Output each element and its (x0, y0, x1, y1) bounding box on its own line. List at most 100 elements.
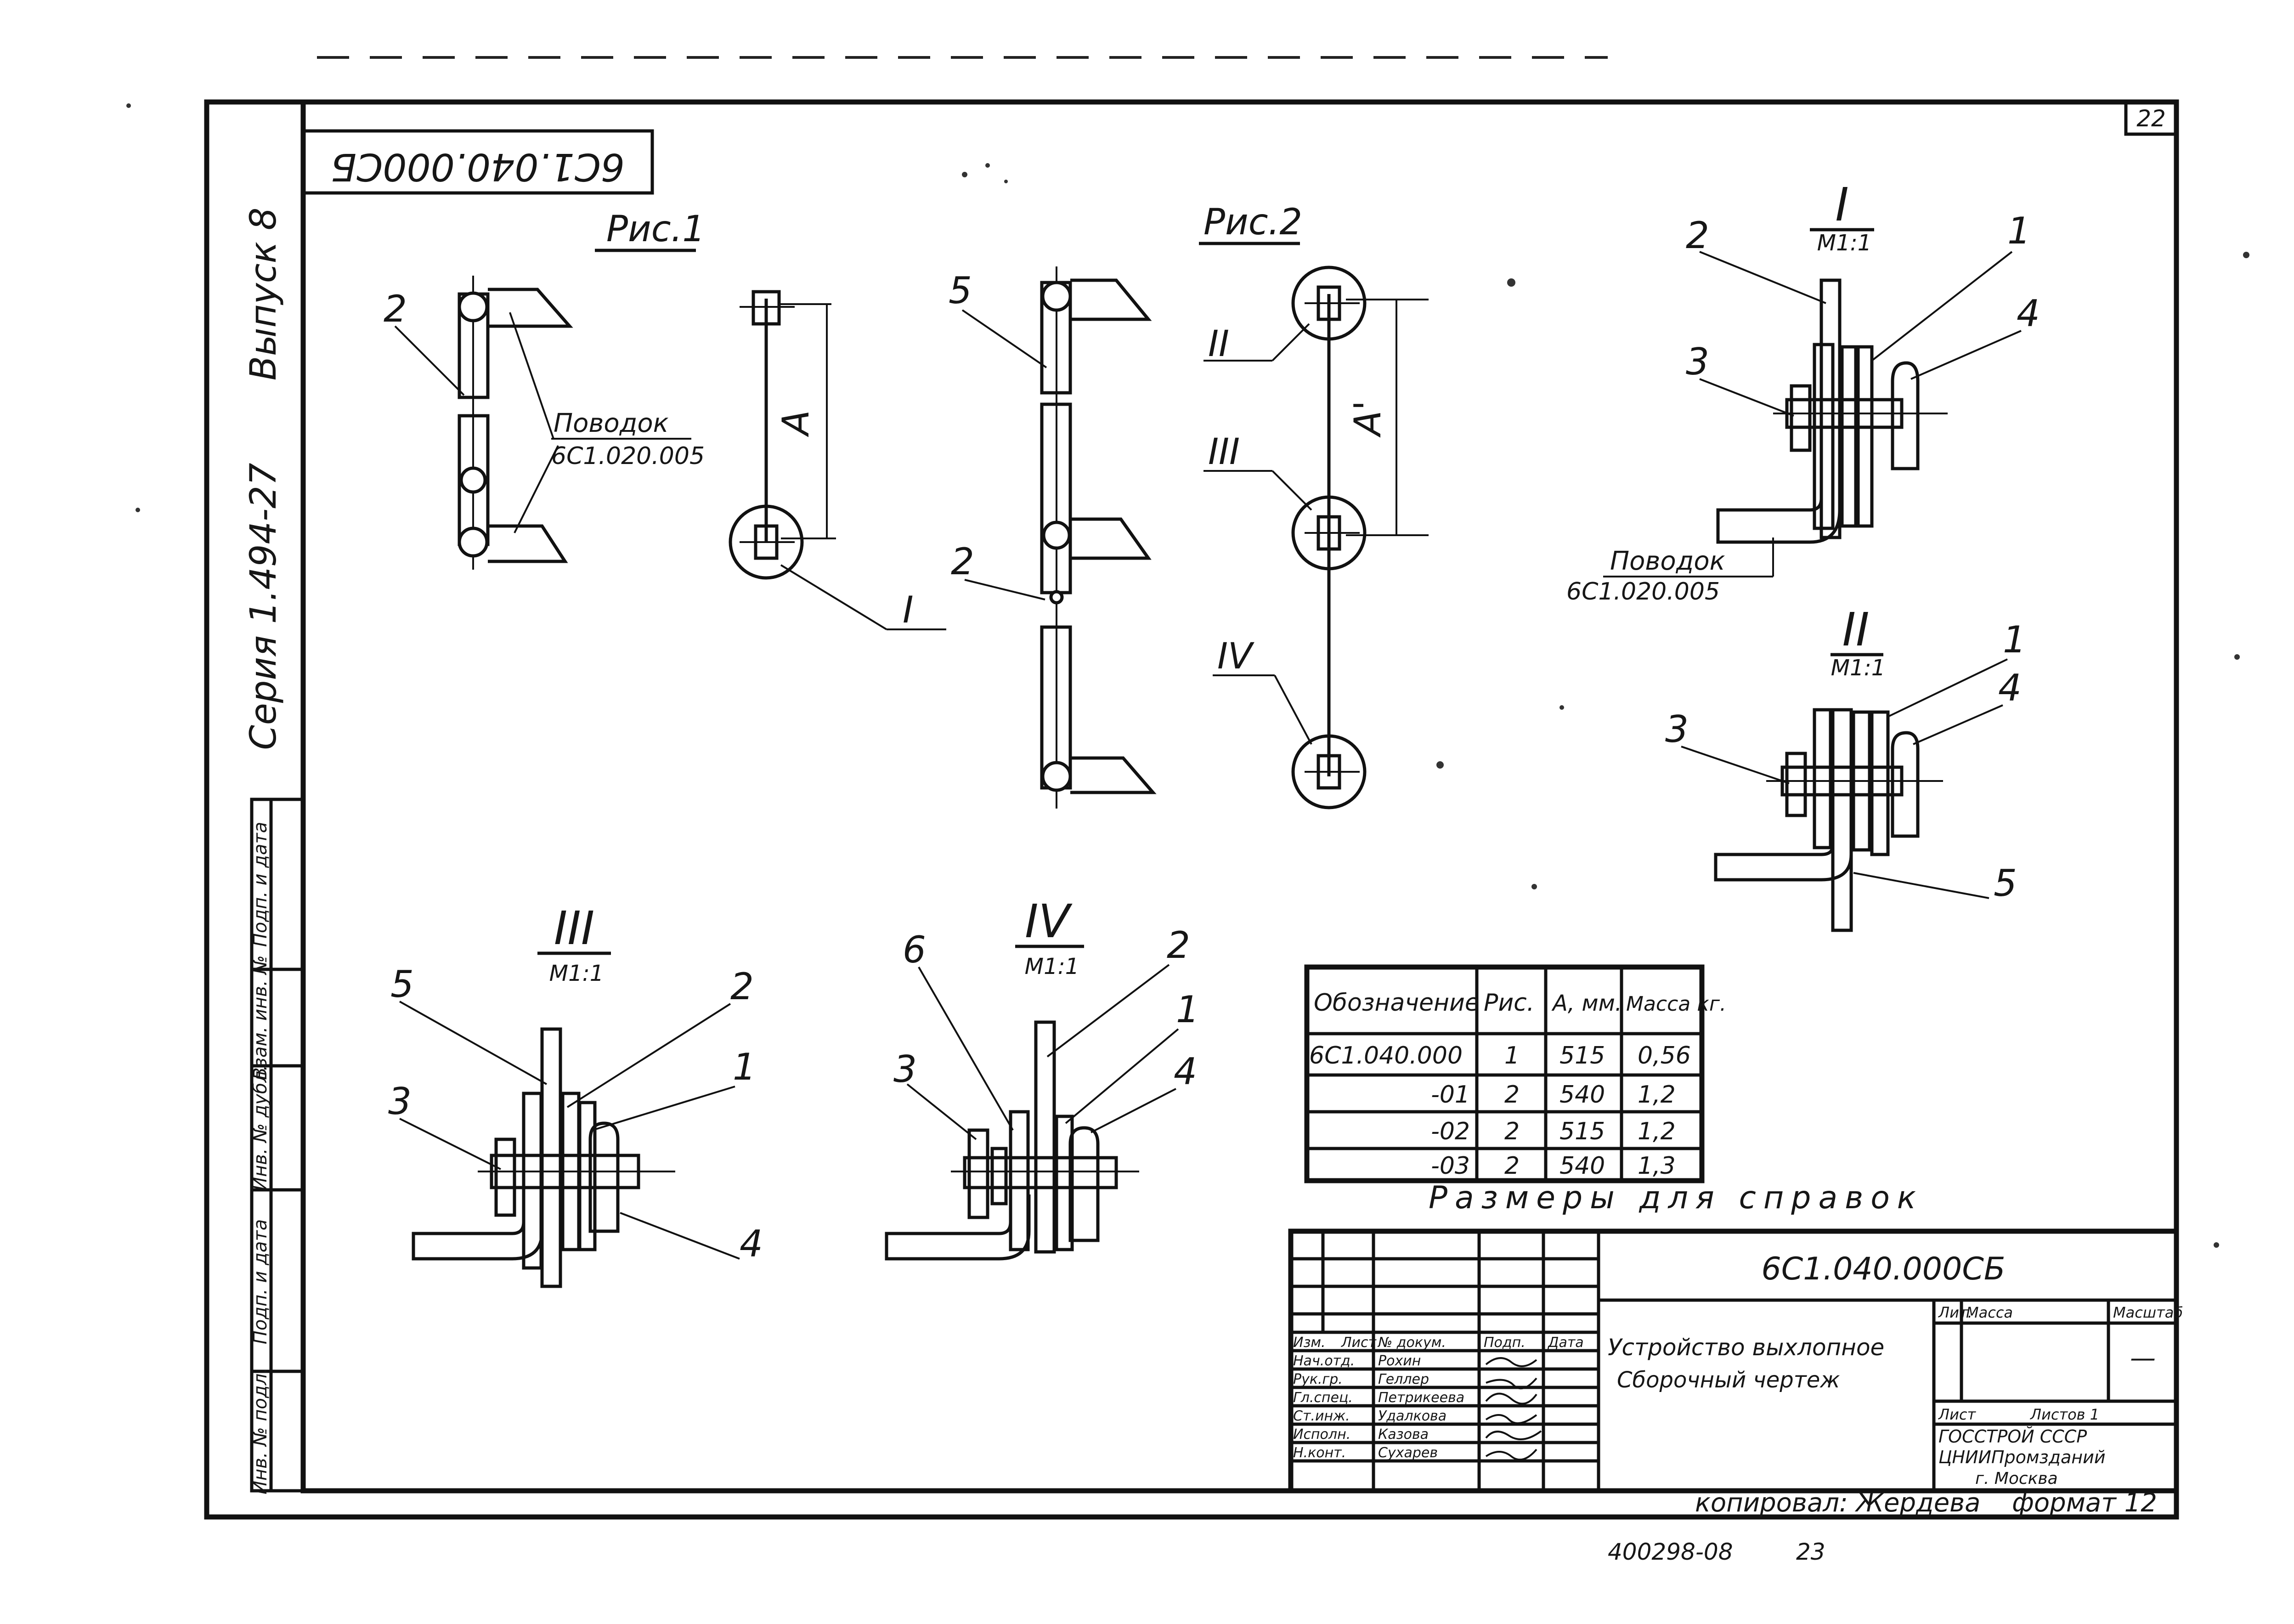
view-III-detail (412, 1027, 675, 1288)
title-block-hdr-doc: № докум. (1377, 1335, 1446, 1351)
view-I-detail (1716, 278, 1948, 544)
view-II-roman: II (1842, 603, 1870, 656)
side-field-5: Инв. № подл. (250, 1368, 271, 1494)
fig1-assembly (458, 276, 573, 570)
table-row4-mass: 1,3 (1638, 1152, 1676, 1180)
view-IV-callout-3: 3 (893, 1048, 917, 1091)
view-III-roman: III (554, 901, 594, 955)
view-II-callout-5: 5 (1994, 862, 2017, 905)
view-IV-scale: М1:1 (1025, 954, 1079, 979)
title-block-hdr-sign: Подп. (1484, 1335, 1526, 1351)
title-block (1288, 1228, 2179, 1494)
side-series: Серия 1.494-27 (243, 463, 284, 750)
title-block-hdr-izm: Изм. (1293, 1335, 1326, 1351)
view-III-callout-1: 1 (733, 1046, 756, 1088)
fig1-callout-2: 2 (384, 288, 407, 330)
title-block-lit-header: Лит. (1938, 1304, 1972, 1321)
person-name-2: Геллер (1378, 1371, 1429, 1387)
table-row3-a: 515 (1559, 1118, 1605, 1145)
fig1-leash-label: Поводок (554, 408, 669, 438)
table-row1-designation: 6С1.040.000 (1309, 1042, 1463, 1069)
table-row3-mass: 1,2 (1638, 1118, 1676, 1145)
fig2-assembly (1040, 266, 1157, 809)
view-IV-detail (885, 1020, 1139, 1261)
title-block-sheets-header: Листов 1 (2030, 1406, 2099, 1423)
title-block-name-line1: Устройство выхлопное (1608, 1334, 1884, 1361)
title-block-hdr-date: Дата (1547, 1335, 1584, 1351)
view-III-callout-2: 2 (730, 965, 754, 1008)
table-header-a: А, мм. (1551, 990, 1622, 1016)
table-header-designation: Обозначение (1314, 989, 1480, 1017)
title-block-scale-header: Масштаб (2113, 1304, 2183, 1321)
fig2-dim-a2: А' (1346, 401, 1389, 438)
table-row1-mass: 0,56 (1638, 1042, 1691, 1069)
table-row4-fig: 2 (1504, 1152, 1520, 1180)
fig2-callout-III: III (1208, 431, 1240, 473)
person-role-5: Исполн. (1293, 1426, 1350, 1443)
view-III-scale: М1:1 (549, 961, 604, 986)
person-role-6: Н.конт. (1293, 1445, 1346, 1461)
title-block-sheet-header: Лист (1938, 1406, 1976, 1423)
table-header-mass: Масса кг. (1626, 992, 1726, 1016)
view-II-callout-3: 3 (1665, 708, 1689, 751)
fig2-callout-IV: IV (1217, 636, 1254, 677)
view-I-leash-label: Поводок (1610, 546, 1725, 576)
footer-page: 23 (1796, 1539, 1825, 1565)
view-II-callout-4: 4 (1998, 667, 2022, 709)
view-IV-callout-2: 2 (1167, 924, 1190, 967)
stamp-code-mirrored: 6С1.040.000СБ (331, 145, 625, 188)
view-IV-callout-4: 4 (1174, 1050, 1197, 1093)
view-IV-roman: IV (1025, 894, 1073, 948)
view-II-scale: М1:1 (1831, 655, 1886, 681)
title-block-org2: ЦНИИПромзданий (1938, 1447, 2106, 1467)
fig2-side-view (1291, 266, 1429, 809)
footer-format: формат 12 (2012, 1488, 2157, 1518)
view-IV-callout-1: 1 (1176, 988, 1199, 1031)
person-name-3: Петрикеева (1378, 1390, 1464, 1406)
fig1-title: Рис.1 (606, 209, 705, 250)
fig1-leash-code: 6С1.020.005 (551, 442, 705, 470)
fig1-dim-a: А (774, 410, 817, 438)
table-row4-a: 540 (1559, 1152, 1605, 1180)
fig1-side-view (729, 290, 836, 580)
view-IV-callout-6: 6 (903, 928, 926, 971)
view-II-detail (1714, 708, 1943, 932)
table-row2-designation: -01 (1431, 1081, 1470, 1109)
view-I-roman: I (1835, 178, 1849, 232)
sheet-inner-frame (300, 99, 2179, 1494)
view-III-callout-5: 5 (390, 963, 414, 1006)
title-block-org3: г. Москва (1975, 1469, 2058, 1488)
table-note: Размеры для справок (1429, 1180, 1923, 1216)
person-role-4: Ст.инж. (1293, 1408, 1350, 1424)
person-name-1: Рохин (1378, 1353, 1421, 1369)
view-II-callout-1: 1 (2003, 618, 2026, 661)
title-block-name-line2: Сборочный чертеж (1617, 1367, 1840, 1393)
person-role-2: Рук.гр. (1293, 1371, 1343, 1387)
title-block-mass-header: Масса (1966, 1304, 2013, 1321)
table-row2-a: 540 (1559, 1081, 1605, 1109)
side-field-1: Подп. и дата (250, 822, 271, 947)
title-block-designation: 6С1.040.000СБ (1762, 1251, 2006, 1287)
fig2-callout-2: 2 (951, 540, 974, 583)
person-name-4: Удалкова (1378, 1408, 1446, 1424)
side-field-3: Инв. № дубл. (250, 1065, 271, 1191)
sheet-outer-frame (204, 99, 2179, 1520)
table-row3-designation: -02 (1431, 1118, 1470, 1145)
sheet-number: 22 (2136, 105, 2166, 132)
table-row1-a: 515 (1559, 1042, 1605, 1069)
title-block-org1: ГОССТРОЙ СССР (1938, 1426, 2087, 1447)
table-row2-fig: 2 (1504, 1081, 1520, 1109)
title-block-hdr-list: Лист (1341, 1335, 1377, 1351)
view-III-callout-3: 3 (388, 1080, 412, 1123)
side-field-4: Подп. и дата (250, 1219, 271, 1344)
view-III-callout-4: 4 (740, 1222, 763, 1265)
sheet-number-box (2124, 100, 2178, 136)
signature-marks (1485, 1357, 1542, 1461)
person-name-5: Казова (1378, 1426, 1429, 1443)
fig2-title: Рис.2 (1204, 202, 1302, 243)
table-row4-designation: -03 (1431, 1152, 1470, 1180)
variants-table (1304, 964, 1705, 1183)
view-I-callout-4: 4 (2017, 292, 2040, 335)
side-field-strip: Подп. и дата Взам. инв. № Инв. № дубл. П… (250, 798, 305, 1494)
fig1-callout-I: I (903, 588, 914, 631)
